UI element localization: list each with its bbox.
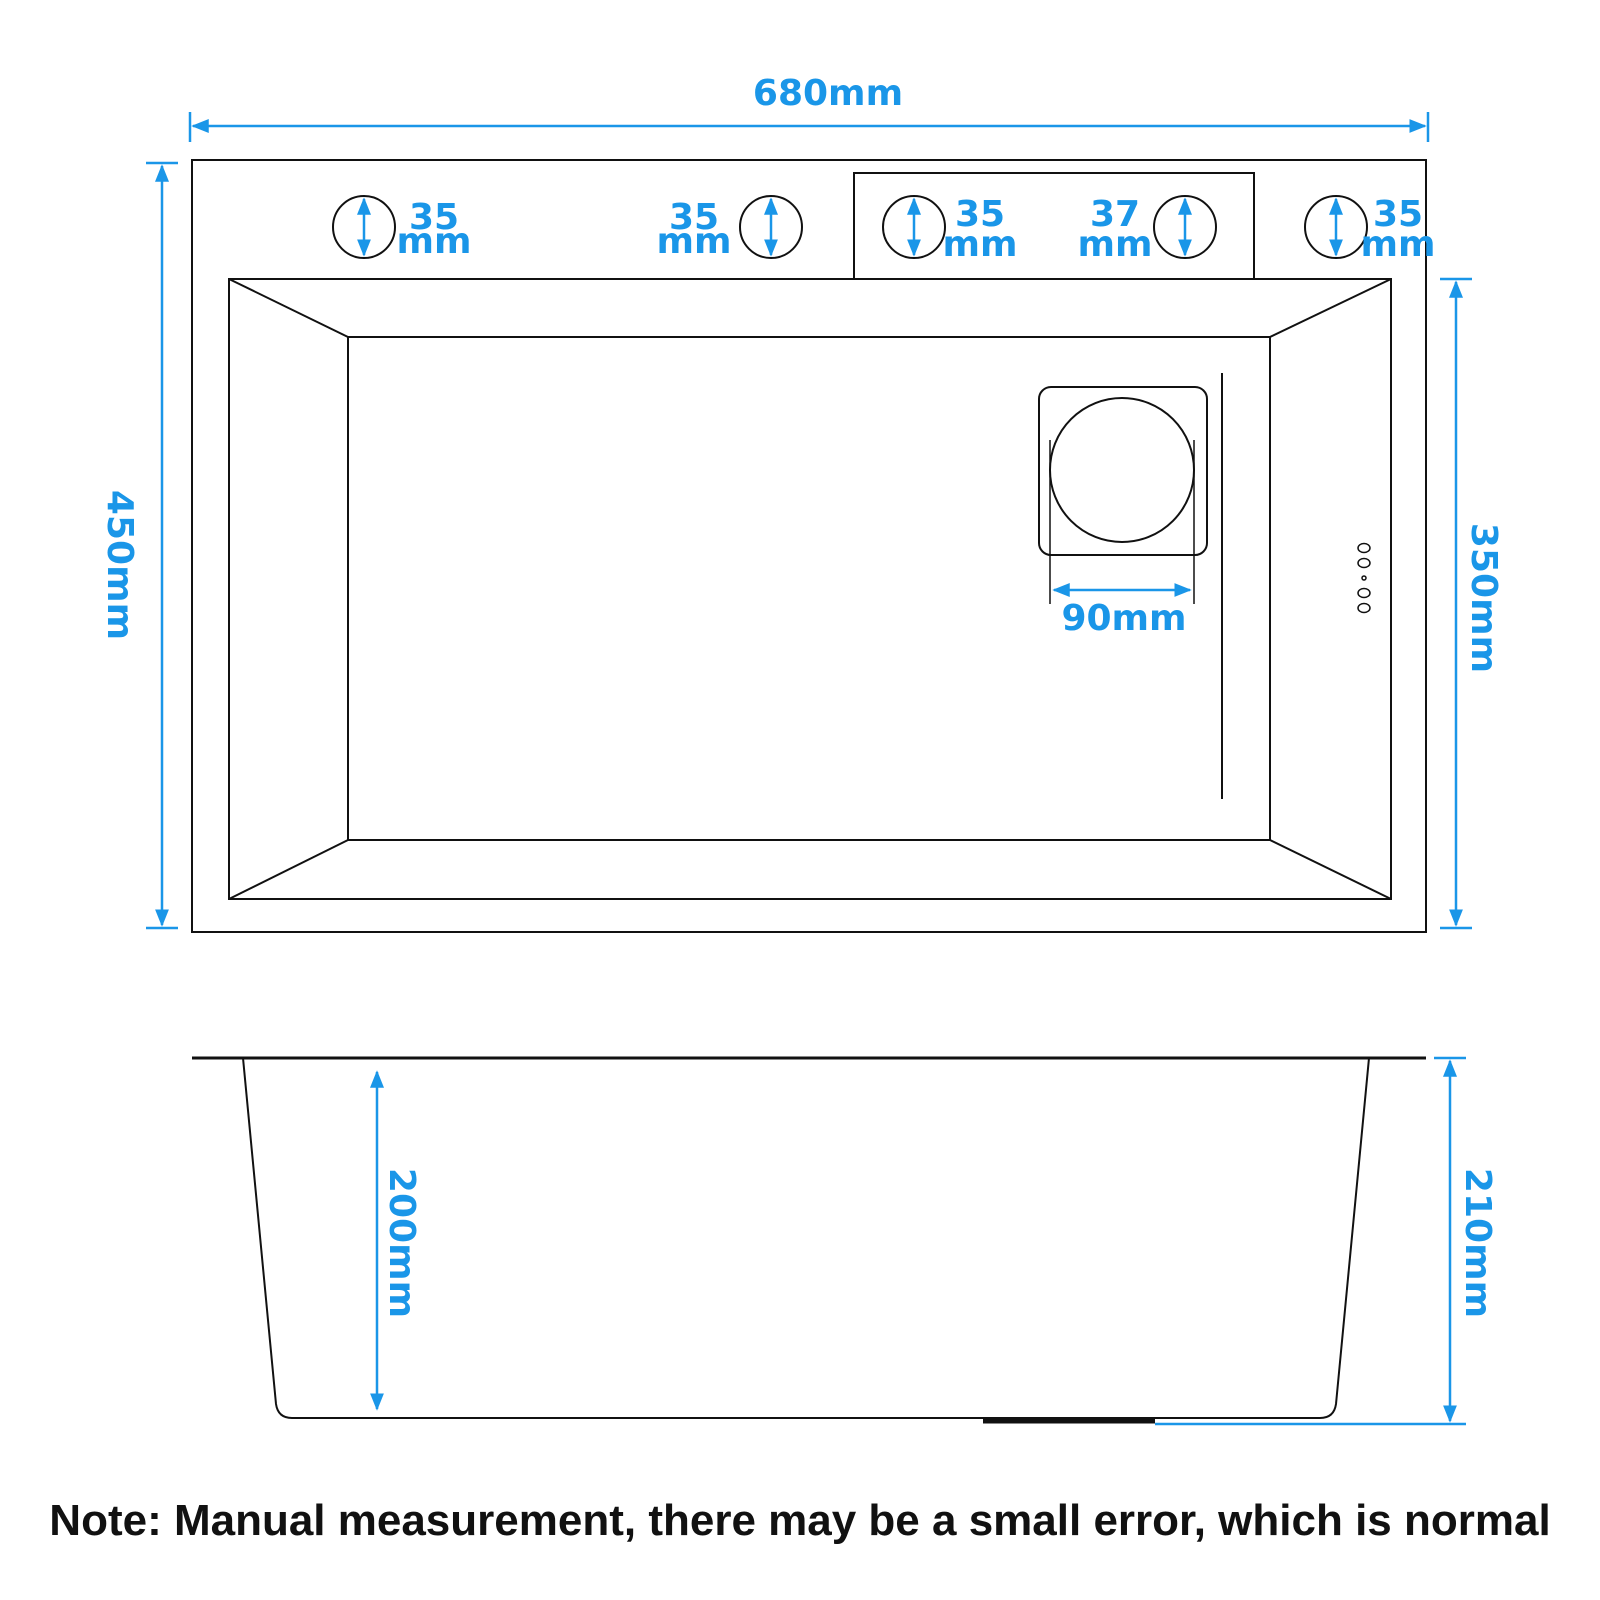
top-view (191, 159, 1427, 933)
overflow-slot (1357, 587, 1371, 599)
corner-line (228, 839, 349, 900)
tap-hole (739, 195, 803, 259)
drain-hole (1049, 397, 1195, 543)
hole-size-value: 35 (1373, 194, 1423, 235)
bowl-profile (242, 1057, 1370, 1419)
overflow-slot (1357, 602, 1371, 614)
measurement-note: Note: Manual measurement, there may be a… (49, 1496, 1551, 1545)
tap-hole (332, 195, 396, 259)
width-label: 680mm (753, 73, 903, 114)
side-view (192, 1056, 1426, 1424)
corner-line (1269, 839, 1392, 900)
drain-label: 90mm (1061, 598, 1186, 639)
bowl-rim (228, 278, 1392, 900)
bowl-depth-label: 350mm (1463, 523, 1504, 673)
depth-label: 450mm (99, 490, 140, 640)
hole-size-unit: mm (396, 221, 471, 262)
hole-labels: 35 mm 35 mm 35 mm 37 mm 35 mm (396, 194, 1435, 265)
tap-hole (882, 195, 946, 259)
hole-size-unit: mm (656, 221, 731, 262)
hole-size-unit: mm (942, 224, 1017, 265)
overflow-slot (1361, 575, 1367, 581)
top-dimensions (146, 112, 1472, 930)
hole-size-value: 35 (669, 197, 719, 238)
overflow-slot (1357, 557, 1371, 569)
bowl-floor (347, 336, 1271, 841)
overflow-slot (1357, 542, 1371, 554)
tap-hole (1304, 195, 1368, 259)
hole-size-unit: mm (1360, 224, 1435, 265)
side-dimensions (370, 1056, 1466, 1426)
hole-size-value: 37 (1090, 194, 1140, 235)
corner-line (1269, 278, 1392, 338)
corner-line (228, 278, 349, 338)
total-depth-label: 210mm (1457, 1168, 1498, 1318)
tap-hole (1153, 195, 1217, 259)
hole-size-value: 35 (955, 194, 1005, 235)
drain-plate (1038, 386, 1208, 556)
hole-size-value: 35 (409, 197, 459, 238)
countertop-outline (191, 159, 1427, 933)
hole-size-unit: mm (1077, 224, 1152, 265)
inner-depth-label: 200mm (381, 1168, 422, 1318)
